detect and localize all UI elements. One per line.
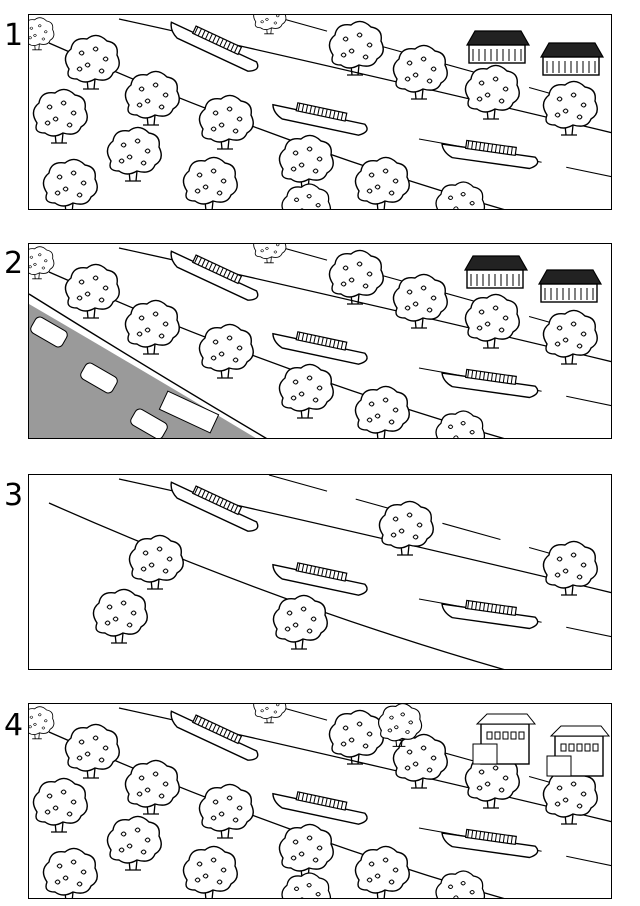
cherry-tree (198, 783, 254, 839)
house (472, 713, 537, 765)
picture-panel-2 (28, 243, 612, 439)
panel-number-3: 3 (4, 478, 24, 513)
cherry-tree (392, 44, 448, 100)
car (80, 362, 118, 394)
boat (272, 102, 368, 136)
cherry-tree (92, 588, 148, 644)
cherry-tree (464, 293, 520, 349)
cherry-tree (124, 70, 180, 126)
boat (170, 21, 259, 72)
cherry-tree (354, 156, 410, 209)
cherry-tree (328, 20, 384, 76)
cherry-tree (128, 534, 184, 590)
cherry-tree (29, 706, 55, 740)
cherry-tree (464, 64, 520, 120)
panel-number-4: 4 (4, 708, 24, 743)
cherry-tree (354, 385, 410, 438)
panel-number-1: 1 (4, 18, 24, 53)
cherry-tree (281, 183, 332, 209)
cherry-tree (392, 733, 448, 789)
cherry-tree (542, 540, 598, 596)
boat (272, 791, 368, 825)
boat (170, 710, 259, 761)
cherry-tree (278, 363, 334, 419)
car (130, 408, 168, 438)
cherry-tree (182, 156, 238, 209)
cherry-tree (435, 410, 486, 438)
cherry-tree (328, 709, 384, 765)
house (465, 30, 531, 64)
cherry-tree (198, 94, 254, 150)
river-scene-2 (29, 244, 611, 438)
cherry-tree (182, 845, 238, 898)
boat (170, 250, 259, 301)
cherry-tree (64, 34, 120, 90)
cherry-tree (354, 845, 410, 898)
picture-panel-1 (28, 14, 612, 210)
cherry-tree (124, 299, 180, 355)
boat (441, 368, 539, 399)
house (463, 255, 529, 289)
panel-number-2: 2 (4, 246, 24, 281)
cherry-tree (328, 249, 384, 305)
cherry-tree (435, 870, 486, 898)
cherry-tree (272, 594, 328, 650)
cherry-tree (253, 244, 287, 264)
cherry-tree (435, 181, 486, 209)
river-scene-3 (48, 475, 611, 669)
cherry-tree (42, 847, 98, 898)
cherry-tree (124, 759, 180, 815)
cherry-tree (378, 500, 434, 556)
boat (441, 139, 539, 170)
cherry-tree (281, 872, 332, 898)
cherry-tree (278, 134, 334, 190)
house (546, 725, 611, 777)
river-scene-1 (29, 15, 611, 209)
cherry-tree (542, 80, 598, 136)
boat (272, 331, 368, 365)
truck (158, 390, 220, 434)
picture-panel-4 (28, 703, 612, 899)
cherry-tree (106, 126, 162, 182)
cherry-tree (253, 15, 287, 35)
cherry-tree (278, 823, 334, 879)
cherry-tree (392, 273, 448, 329)
boat (441, 599, 539, 630)
cherry-tree (42, 158, 98, 209)
picture-panel-3 (28, 474, 612, 670)
house (537, 269, 603, 303)
boat (441, 828, 539, 859)
house (539, 42, 605, 76)
cherry-tree (198, 323, 254, 379)
cherry-tree (106, 815, 162, 871)
cherry-tree (253, 704, 287, 724)
boat (170, 481, 259, 532)
cherry-tree (29, 17, 55, 51)
cherry-tree (29, 246, 55, 280)
river-scene-4 (29, 704, 611, 898)
car (30, 316, 68, 348)
cherry-tree (64, 263, 120, 319)
cherry-tree (32, 88, 88, 144)
cherry-tree (378, 704, 423, 747)
cherry-tree (32, 777, 88, 833)
road (29, 293, 267, 438)
cherry-tree (542, 769, 598, 825)
boat (272, 562, 368, 596)
cherry-tree (542, 309, 598, 365)
cherry-tree (64, 723, 120, 779)
